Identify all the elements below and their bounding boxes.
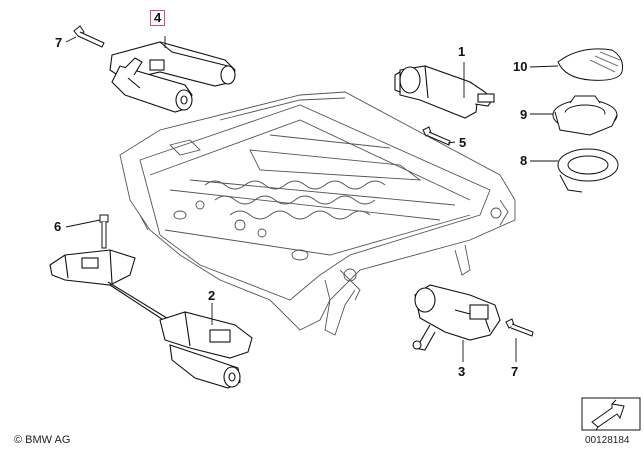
part-6-screw bbox=[99, 214, 109, 249]
callout-7-top: 7 bbox=[55, 35, 63, 50]
callout-5: 5 bbox=[459, 135, 467, 150]
part-3-motor bbox=[412, 284, 501, 351]
part-7-screw-top bbox=[73, 25, 105, 48]
callout-7-bottom: 7 bbox=[511, 364, 519, 379]
part-2-adjuster bbox=[49, 249, 253, 389]
copyright-notice: © BMW AG bbox=[14, 434, 71, 446]
callout-10: 10 bbox=[513, 59, 528, 74]
part-7-screw-bottom bbox=[505, 318, 534, 337]
seat-frame bbox=[119, 91, 516, 336]
callout-2: 2 bbox=[208, 288, 216, 303]
part-5-screw bbox=[422, 126, 451, 146]
callout-6: 6 bbox=[54, 219, 62, 234]
part-10-cover-cap bbox=[557, 48, 623, 81]
document-number: 00128184 bbox=[585, 435, 630, 446]
part-4-motor-assembly bbox=[109, 41, 236, 113]
callout-3: 3 bbox=[458, 364, 466, 379]
callout-1: 1 bbox=[458, 44, 466, 59]
part-1-motor bbox=[394, 65, 495, 119]
part-8-ring bbox=[557, 148, 619, 193]
part-9-ring bbox=[552, 95, 618, 136]
callout-4-highlighted: 4 bbox=[150, 10, 166, 26]
leader-lines bbox=[65, 36, 559, 362]
callout-9: 9 bbox=[520, 107, 528, 122]
view-direction-arrow-icon bbox=[581, 397, 641, 431]
callout-8: 8 bbox=[520, 153, 528, 168]
